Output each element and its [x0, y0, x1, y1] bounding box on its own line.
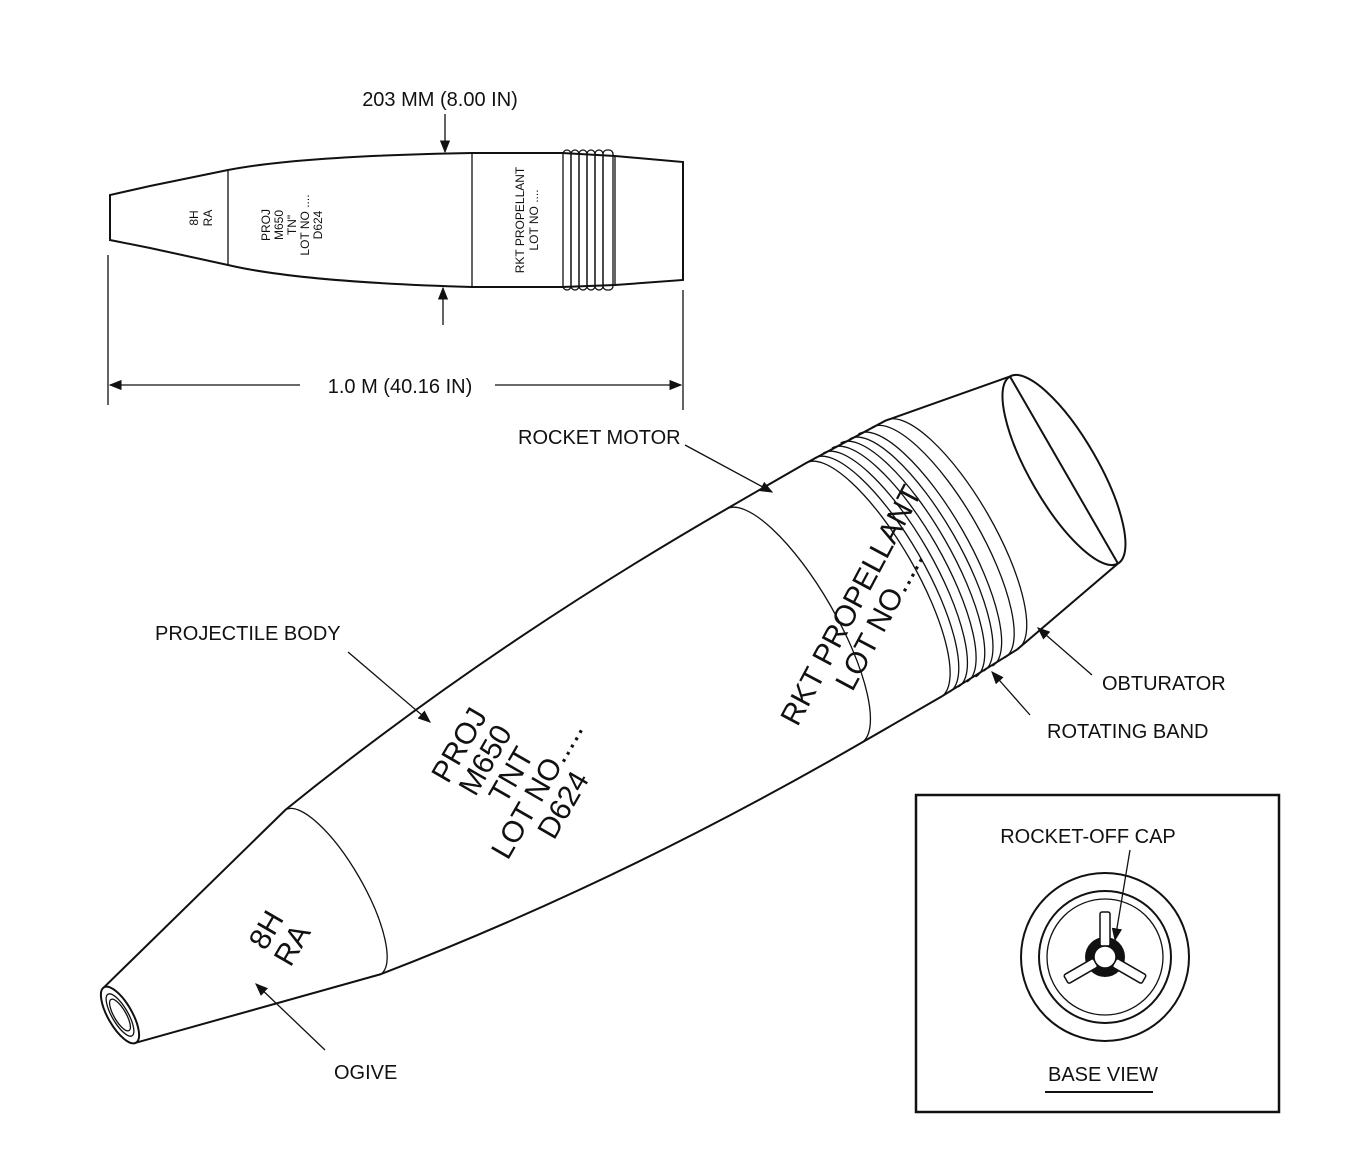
length-label: 1.0 M (40.16 IN)	[328, 376, 473, 398]
rotating-band-top	[562, 149, 614, 291]
main-body-marking: PROJ M650 TNT LOT NO..... D624	[426, 702, 596, 864]
svg-text:RA: RA	[201, 210, 215, 227]
callout-ogive: OGIVE	[334, 1062, 397, 1084]
callout-projectile-body: PROJECTILE BODY	[155, 623, 341, 645]
main-motor-marking: RKT PROPELLANT LOT NO.....	[775, 480, 931, 731]
base-outer-ring	[1020, 872, 1190, 1042]
ogive-seam-3d	[285, 807, 388, 975]
top-view: 8H RA PROJ M650 TN" LOT NO .... D624 RKT…	[107, 89, 684, 410]
callout-rotating-band: ROTATING BAND	[1047, 721, 1208, 743]
svg-text:PROJ: PROJ	[259, 209, 273, 241]
main-ogive-marking: 8H RA	[243, 905, 318, 971]
base-view-panel: ROCKET-OFF CAP BASE VIEW	[914, 793, 1281, 1114]
callout-rocket-motor: ROCKET MOTOR	[518, 427, 681, 449]
fuze-well	[99, 985, 141, 1045]
rocket-off-cap-label: ROCKET-OFF CAP	[1000, 826, 1176, 848]
diameter-label: 203 MM (8.00 IN)	[362, 89, 518, 111]
rocket-off-cap-leader	[1111, 849, 1131, 942]
projectile-body-leader	[347, 651, 431, 723]
callout-obturator: OBTURATOR	[1102, 673, 1226, 695]
svg-text:LOT NO ....: LOT NO ....	[527, 189, 541, 250]
rocket-off-cap-icon	[1063, 911, 1147, 984]
rocket-motor-leader	[684, 444, 774, 493]
top-motor-marking: RKT PROPELLANT LOT NO ....	[513, 166, 541, 273]
projectile-outline	[103, 375, 1120, 1044]
svg-text:TN": TN"	[285, 215, 299, 235]
top-ogive-marking: 8H RA	[187, 210, 215, 227]
obturator-leader	[1037, 627, 1093, 676]
base-end	[1001, 373, 1127, 567]
svg-text:M650: M650	[272, 210, 286, 240]
ogive-leader	[255, 983, 326, 1051]
svg-text:RKT PROPELLANT: RKT PROPELLANT	[513, 166, 527, 273]
svg-text:8H: 8H	[187, 210, 201, 225]
top-body-marking: PROJ M650 TN" LOT NO .... D624	[259, 194, 325, 255]
svg-text:D624: D624	[311, 210, 325, 239]
top-view-outline	[109, 152, 684, 288]
base-view-title: BASE VIEW	[1048, 1064, 1158, 1086]
rotating-band-leader	[991, 671, 1031, 716]
body-seam-3d	[725, 506, 872, 744]
rotating-band-3d	[814, 424, 1015, 693]
svg-text:LOT NO ....: LOT NO ....	[298, 194, 312, 255]
